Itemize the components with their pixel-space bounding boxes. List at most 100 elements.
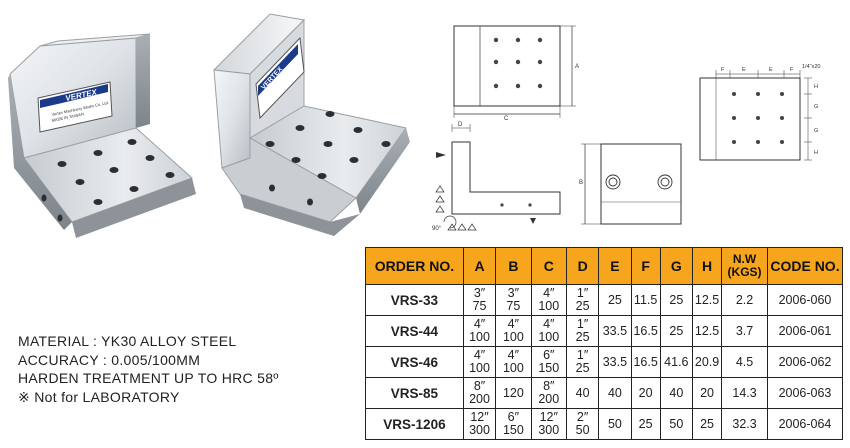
cell-a-mm: 200 xyxy=(469,392,490,406)
cell-a-mm: 75 xyxy=(472,299,487,313)
cell-a-inch: 4″ xyxy=(473,348,486,362)
cell-b: 120 xyxy=(495,377,532,409)
accuracy-note: ACCURACY : 0.005/100MM xyxy=(18,351,201,368)
dim-d-label: D xyxy=(458,122,463,128)
cell-b-inch: 4″ xyxy=(507,317,520,331)
spec-notes: MATERIAL : YK30 ALLOY STEEL ACCURACY : 0… xyxy=(18,332,279,406)
col-b: B xyxy=(495,247,532,285)
cell-b: 4″100 xyxy=(495,315,532,347)
cell-h: 20.9 xyxy=(691,346,723,378)
end-view-drawing: B xyxy=(579,143,682,225)
dim-h-label-1: H xyxy=(814,84,818,90)
col-c: C xyxy=(530,247,567,285)
cell-b-inch: 6″ xyxy=(507,410,520,424)
hole-pattern-drawing: F E E F 1/4"x20 H G G H xyxy=(699,64,820,161)
cell-f: 20 xyxy=(630,377,661,409)
col-d: D xyxy=(565,247,600,285)
cell-nw: 3.7 xyxy=(721,315,768,347)
cell-a-mm: 100 xyxy=(469,361,490,375)
dim-b-label: B xyxy=(579,180,583,186)
cell-b-mm: 100 xyxy=(502,330,524,344)
col-g: G xyxy=(659,247,693,285)
thread-label: 1/4"x20 xyxy=(802,64,820,70)
cell-c: 8″200 xyxy=(530,377,567,409)
cell-a: 3″75 xyxy=(462,284,497,316)
cell-c-inch: 12″ xyxy=(539,410,558,424)
cell-a-inch: 12″ xyxy=(470,410,489,424)
cell-f: 25 xyxy=(630,408,661,440)
cell-e: 33.5 xyxy=(598,315,632,347)
cell-a-mm: 300 xyxy=(469,423,490,437)
cell-code: 2006-064 xyxy=(766,408,844,440)
cell-g: 50 xyxy=(659,408,693,440)
dim-g-label-1: G xyxy=(814,104,818,110)
cell-b-mm: 150 xyxy=(502,423,524,437)
brand-label-left: VERTEX Vertex Machinery Works Co.,Ltd. M… xyxy=(37,81,113,133)
dim-a-label: A xyxy=(575,64,579,70)
cell-d: 1″25 xyxy=(565,284,600,316)
cell-a-inch: 4″ xyxy=(473,317,486,331)
cell-c-mm: 300 xyxy=(538,423,560,437)
cell-h: 20 xyxy=(691,377,723,409)
cell-g: 25 xyxy=(659,315,693,347)
tapped-holes-left xyxy=(41,139,175,222)
cell-h: 12.5 xyxy=(691,284,723,316)
cell-a: 4″100 xyxy=(462,315,497,347)
front-view-drawing: A C xyxy=(453,25,579,120)
cell-d-mm: 25 xyxy=(575,361,590,375)
cell-f: 11.5 xyxy=(630,284,661,316)
cell-order: VRS-33 xyxy=(365,284,464,316)
cell-a: 8″200 xyxy=(462,377,497,409)
dim-h-label-2: H xyxy=(814,150,818,156)
cell-order: VRS-46 xyxy=(365,346,464,378)
dim-f-label-1: F xyxy=(721,67,725,73)
cell-f: 16.5 xyxy=(630,346,661,378)
cell-b-inch: 4″ xyxy=(507,348,520,362)
cell-b-mm: 120 xyxy=(502,385,524,400)
col-h: H xyxy=(691,247,723,285)
cell-b: 6″150 xyxy=(495,408,532,440)
tapped-holes-right xyxy=(265,111,391,206)
cell-c-mm: 100 xyxy=(538,330,560,344)
cell-c-mm: 100 xyxy=(538,299,560,313)
dim-f-label-2: F xyxy=(790,67,794,73)
cell-a-inch: 3″ xyxy=(473,286,486,300)
cell-h: 12.5 xyxy=(691,315,723,347)
cell-a: 4″100 xyxy=(462,346,497,378)
cell-d-mm: 25 xyxy=(575,299,590,313)
cell-d-inch: 1″ xyxy=(576,348,589,362)
cell-c-inch: 4″ xyxy=(543,286,555,300)
cell-d-mm: 50 xyxy=(575,423,590,437)
cell-c-inch: 6″ xyxy=(543,348,555,362)
cell-g: 25 xyxy=(659,284,693,316)
cell-c: 4″100 xyxy=(530,284,567,316)
cell-d-mm: 40 xyxy=(575,385,590,400)
cell-code: 2006-063 xyxy=(766,377,844,409)
col-nw: N.W (KGS) xyxy=(721,247,768,285)
cell-c-mm: 150 xyxy=(538,361,560,375)
cell-d-inch: 1″ xyxy=(576,317,589,331)
cell-e: 50 xyxy=(598,408,632,440)
cell-d-inch: 2″ xyxy=(576,410,589,424)
cell-d-inch: 1″ xyxy=(576,286,589,300)
cell-b: 3″75 xyxy=(495,284,532,316)
cell-nw: 32.3 xyxy=(721,408,768,440)
cell-f: 16.5 xyxy=(630,315,661,347)
cell-d-mm: 25 xyxy=(575,330,590,344)
cell-c-inch: 8″ xyxy=(543,379,555,393)
cell-c: 4″100 xyxy=(530,315,567,347)
cell-e: 40 xyxy=(598,377,632,409)
cell-c-inch: 4″ xyxy=(543,317,555,331)
product-photos: VERTEX Vertex Machinery Works Co.,Ltd. M… xyxy=(8,13,410,238)
table-header-row: ORDER NO. A B C D E F G H N.W (KGS) CODE… xyxy=(365,247,844,285)
cell-nw: 4.5 xyxy=(721,346,768,378)
dim-g-label-2: G xyxy=(814,128,818,134)
cell-nw: 14.3 xyxy=(721,377,768,409)
cell-code: 2006-061 xyxy=(766,315,844,347)
cell-nw: 2.2 xyxy=(721,284,768,316)
cell-c: 12″300 xyxy=(530,408,567,440)
col-order-no: ORDER NO. xyxy=(365,247,464,285)
cell-a-inch: 8″ xyxy=(473,379,486,393)
